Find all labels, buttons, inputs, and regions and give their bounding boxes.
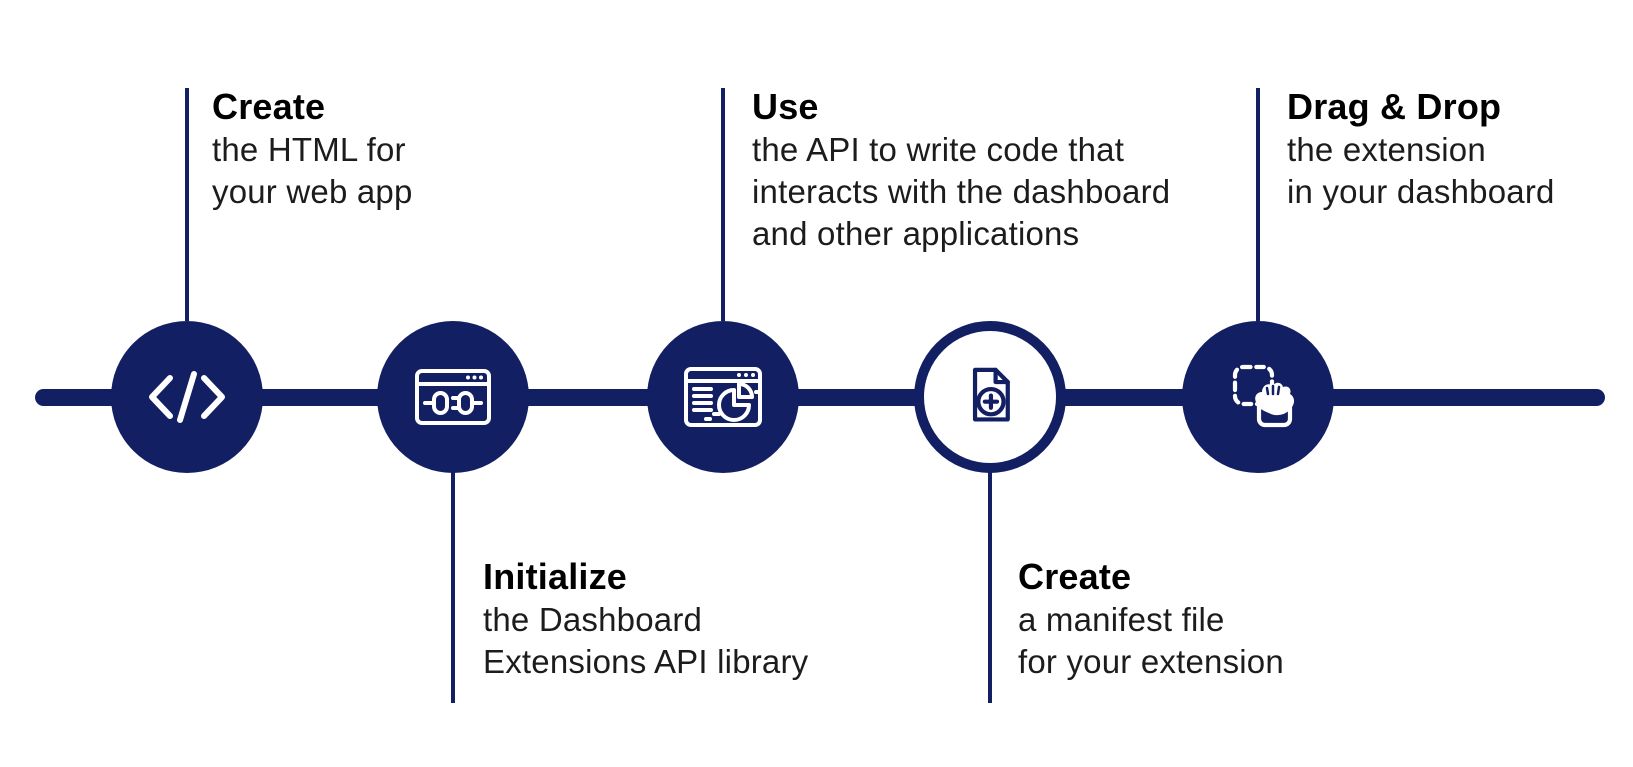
step-text-line: a manifest file: [1018, 601, 1225, 638]
step-circle-initialize: [377, 321, 529, 473]
step-text-line: the API to write code that: [752, 131, 1125, 168]
step-title: Create: [212, 86, 326, 127]
timeline-line: [35, 389, 1605, 406]
step-label-use-api: Use the API to write code that interacts…: [752, 86, 1170, 255]
step-title: Create: [1018, 556, 1132, 597]
step-circle-create-html: [111, 321, 263, 473]
step-text-line: the HTML for: [212, 131, 406, 168]
step-title: Use: [752, 86, 819, 127]
connector-step-5: [1256, 88, 1260, 321]
step-circle-create-manifest: [914, 321, 1066, 473]
connector-step-4: [988, 472, 992, 703]
step-text-line: Extensions API library: [483, 643, 809, 680]
dashboard-chart-browser-icon: [684, 367, 762, 427]
connector-step-2: [451, 472, 455, 703]
plug-browser-icon: [415, 369, 491, 425]
step-text-line: in your dashboard: [1287, 173, 1555, 210]
step-circle-drag-drop: [1182, 321, 1334, 473]
step-title: Initialize: [483, 556, 628, 597]
step-label-initialize: Initialize the Dashboard Extensions API …: [483, 556, 808, 683]
step-label-drag-drop: Drag & Drop the extension in your dashbo…: [1287, 86, 1555, 213]
code-icon: [149, 371, 225, 423]
step-text-line: interacts with the dashboard: [752, 173, 1171, 210]
step-title: Drag & Drop: [1287, 86, 1502, 127]
step-text-line: for your extension: [1018, 643, 1284, 680]
connector-step-3: [721, 88, 725, 321]
drag-drop-hand-icon: [1232, 364, 1295, 428]
step-text-line: and other applications: [752, 215, 1080, 252]
step-circle-use-api: [647, 321, 799, 473]
step-label-create-html: Create the HTML for your web app: [212, 86, 413, 213]
step-text-line: the extension: [1287, 131, 1486, 168]
connector-step-1: [185, 88, 189, 321]
manifest-file-plus-icon: [972, 367, 1010, 422]
step-text-line: your web app: [212, 173, 413, 210]
step-label-create-manifest: Create a manifest file for your extensio…: [1018, 556, 1284, 683]
step-text-line: the Dashboard: [483, 601, 703, 638]
